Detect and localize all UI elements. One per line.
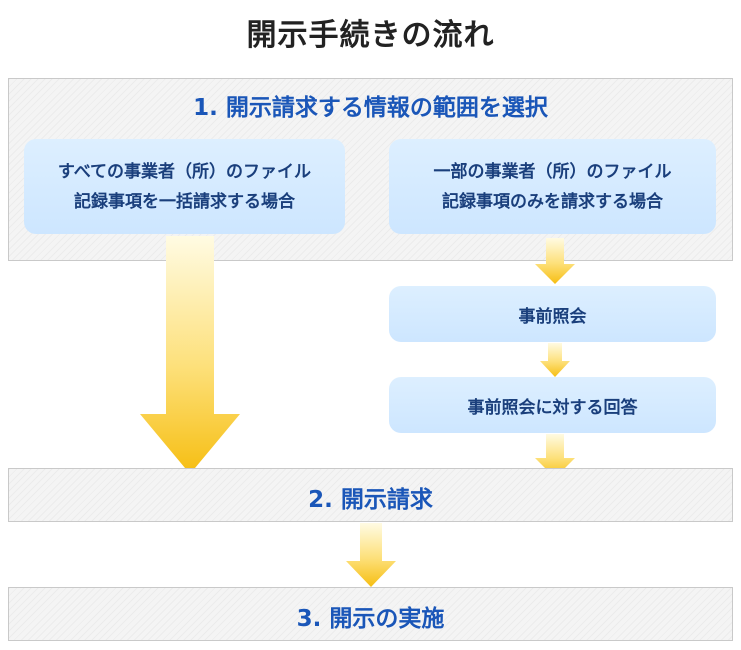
down-arrow-to-step3 bbox=[346, 523, 396, 587]
down-arrow-to-answer bbox=[540, 343, 570, 377]
case-all-line1: すべての事業者（所）のファイル bbox=[57, 161, 312, 182]
step2-heading: 2. 開示請求 bbox=[308, 487, 433, 513]
case-all-box: すべての事業者（所）のファイル 記録事項を一括請求する場合 bbox=[24, 139, 345, 234]
pre-inquiry-answer-box: 事前照会に対する回答 bbox=[389, 377, 716, 433]
step3-heading: 3. 開示の実施 bbox=[296, 606, 445, 632]
case-partial-box: 一部の事業者（所）のファイル 記録事項のみを請求する場合 bbox=[389, 139, 716, 234]
case-partial-line1: 一部の事業者（所）のファイル bbox=[433, 161, 672, 182]
down-arrow-to-pre-inquiry bbox=[535, 238, 575, 284]
step1-heading: 1. 開示請求する情報の範囲を選択 bbox=[193, 95, 548, 121]
diagram-title: 開示手続きの流れ bbox=[246, 18, 495, 53]
pre-inquiry-box: 事前照会 bbox=[389, 286, 716, 342]
down-arrow-to-step2 bbox=[535, 434, 575, 478]
big-down-arrow bbox=[140, 236, 240, 474]
step2-section: 2. 開示請求 bbox=[8, 468, 733, 522]
case-all-line2: 記録事項を一括請求する場合 bbox=[73, 191, 295, 212]
step3-section: 3. 開示の実施 bbox=[8, 587, 733, 641]
case-partial-line2: 記録事項のみを請求する場合 bbox=[442, 191, 663, 212]
